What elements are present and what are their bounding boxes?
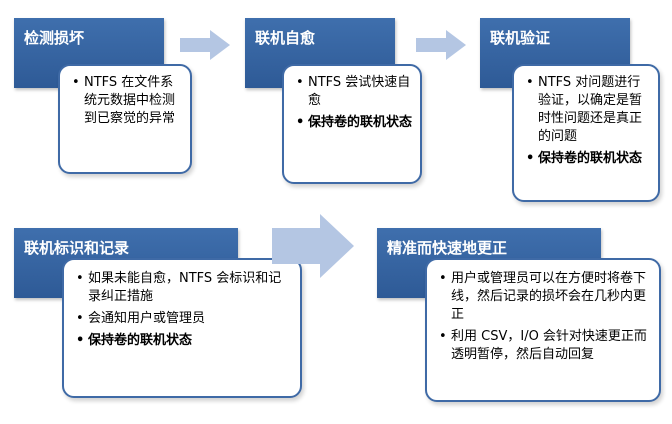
step-3-bullet-1: NTFS 对问题进行验证，以确定是暂时性问题还是真正的问题 xyxy=(526,74,650,146)
step-1-title: 检测损坏 xyxy=(24,29,85,47)
arrow-right-icon xyxy=(180,30,230,60)
step-2-card: NTFS 尝试快速自愈 保持卷的联机状态 xyxy=(282,64,422,184)
step-4-card: 如果未能自愈，NTFS 会标识和记录纠正措施 会通知用户或管理员 保持卷的联机状… xyxy=(62,258,302,398)
step-2-bullet-2: 保持卷的联机状态 xyxy=(296,114,412,132)
step-5-bullet-2: 利用 CSV，I/O 会针对快速更正而透明暂停，然后自动回复 xyxy=(439,328,651,364)
arrow-right-icon xyxy=(416,30,466,60)
step-4-title: 联机标识和记录 xyxy=(24,239,130,257)
step-1-bullet-1: NTFS 在文件系统元数据中检测到已察觉的异常 xyxy=(72,74,182,128)
step-2-bullet-1: NTFS 尝试快速自愈 xyxy=(296,74,412,110)
step-5-title: 精准而快速地更正 xyxy=(387,239,508,257)
step-3-bullet-2: 保持卷的联机状态 xyxy=(526,150,650,168)
step-5-card: 用户或管理员可以在方便时将卷下线，然后记录的损坏会在几秒内更正 利用 CSV，I… xyxy=(425,258,661,402)
arrow-right-icon xyxy=(272,214,354,278)
step-3-card: NTFS 对问题进行验证，以确定是暂时性问题还是真正的问题 保持卷的联机状态 xyxy=(512,64,660,202)
step-5-bullet-1: 用户或管理员可以在方便时将卷下线，然后记录的损坏会在几秒内更正 xyxy=(439,270,651,324)
step-4-bullet-3: 保持卷的联机状态 xyxy=(76,332,292,350)
step-1-card: NTFS 在文件系统元数据中检测到已察觉的异常 xyxy=(58,64,192,174)
step-2-title: 联机自愈 xyxy=(255,29,316,47)
step-4-bullet-1: 如果未能自愈，NTFS 会标识和记录纠正措施 xyxy=(76,270,292,306)
step-4-bullet-2: 会通知用户或管理员 xyxy=(76,310,292,328)
step-3-title: 联机验证 xyxy=(490,29,551,47)
